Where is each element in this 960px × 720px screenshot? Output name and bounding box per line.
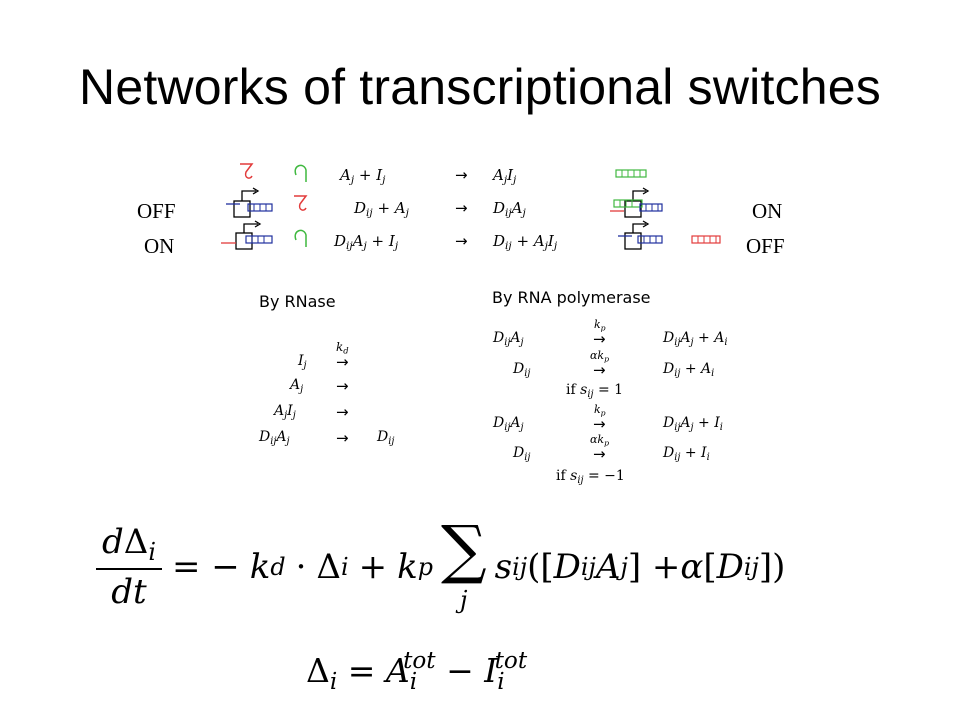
red-strand-bottom-icon [691, 235, 721, 244]
rnap-b1-row2-lhs: Dij [513, 361, 531, 379]
slide-title: Networks of transcriptional switches [79, 59, 881, 115]
rnase-reaction-3-arrow: → [336, 403, 349, 421]
rnase-reaction-4-rhs: Dij [377, 429, 395, 447]
rnap-rate-1: kp [594, 318, 606, 333]
rna-green-icon [294, 164, 307, 182]
label-rna-polymerase: By RNA polymerase [492, 288, 651, 307]
top-reaction-1-rhs: AjIj [493, 166, 517, 187]
top-reaction-3-rhs: Dij + AjIj [493, 232, 558, 253]
rna-red-icon [240, 163, 254, 179]
rnase-reaction-4-arrow: → [336, 429, 349, 447]
rnase-reaction-4-lhs: DijAj [259, 429, 290, 447]
rnase-reaction-1-lhs: Ij [298, 353, 307, 371]
gene-right-top-icon [610, 187, 663, 218]
rnase-reaction-3-lhs: AjIj [274, 403, 296, 421]
rnap-b1-condition: if sij = 1 [566, 382, 624, 400]
rnap-b2-row1-rhs: DijAj + Ii [663, 415, 723, 433]
top-reaction-2-arrow: → [455, 199, 468, 217]
top-reaction-1-arrow: → [455, 166, 468, 184]
switch-diagram [221, 163, 721, 250]
top-reaction-2-lhs: Dij + Aj [354, 199, 409, 220]
state-left-bottom: ON [144, 234, 175, 258]
state-right-top: ON [752, 199, 783, 223]
rnap-b2-row1-lhs: DijAj [493, 415, 524, 433]
rnap-b1-row1-rhs: DijAj + Ai [663, 330, 728, 348]
equation-delta: Δi = Aitot − Iitot [306, 648, 528, 695]
rnap-rate-2: αkp [590, 349, 610, 364]
top-reaction-2-rhs: DijAj [493, 199, 526, 220]
rnap-rate-4: αkp [590, 433, 610, 448]
rnap-b1-row1-arrow: → [593, 330, 606, 348]
state-left-top: OFF [137, 199, 176, 223]
state-right-bottom: OFF [746, 234, 785, 258]
rnase-reaction-2-lhs: Aj [290, 377, 304, 395]
rnase-reaction-2-arrow: → [336, 377, 349, 395]
gene-left-top-icon [226, 187, 273, 218]
rnap-b2-row2-rhs: Dij + Ii [663, 445, 710, 463]
rnap-b2-row2-arrow: → [593, 445, 606, 463]
rnase-rate: kd [336, 340, 349, 356]
rna-red-icon [294, 195, 308, 211]
rnap-b2-row2-lhs: Dij [513, 445, 531, 463]
green-strand-top-icon [615, 169, 647, 178]
rnap-b1-row1-lhs: DijAj [493, 330, 524, 348]
top-reaction-3-arrow: → [455, 232, 468, 250]
gene-left-bottom-icon [221, 220, 273, 250]
label-rnase: By RNase [259, 292, 336, 311]
gene-right-bottom-icon [618, 220, 663, 250]
rnap-b1-row2-rhs: Dij + Ai [663, 361, 715, 379]
rna-green-icon [294, 229, 307, 247]
rnap-b2-row1-arrow: → [593, 415, 606, 433]
rnap-b2-condition: if sij = −1 [556, 468, 625, 486]
top-reaction-3-lhs: DijAj + Ij [334, 232, 399, 253]
top-reaction-1-lhs: Aj + Ij [340, 166, 386, 187]
rnap-rate-3: kp [594, 403, 606, 418]
rnase-reaction-1-arrow: → [336, 353, 349, 371]
rnap-b1-row2-arrow: → [593, 361, 606, 379]
